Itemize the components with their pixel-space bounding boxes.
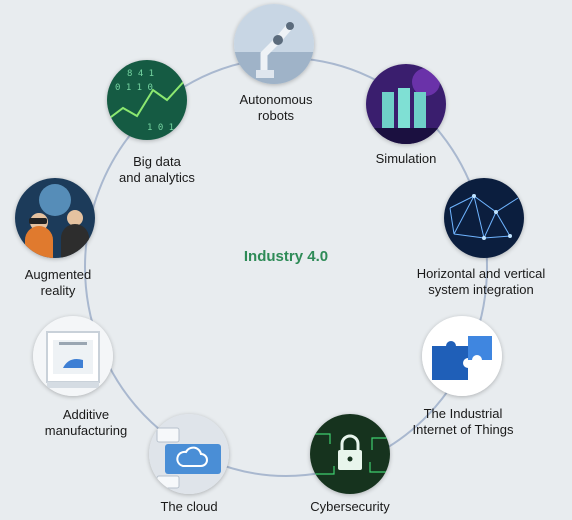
cloud-keyboard-icon	[149, 414, 229, 494]
node-label: Horizontal and vertical system integrati…	[416, 266, 546, 297]
vr-headset-icon	[15, 178, 95, 258]
node-label: Additive manufacturing	[44, 407, 128, 438]
padlock-circuit-icon	[310, 414, 390, 494]
server-racks-icon	[366, 64, 446, 144]
3d-printer-icon	[33, 316, 113, 396]
node-label: The Industrial Internet of Things	[412, 406, 514, 437]
node-label: Augmented reality	[24, 267, 92, 298]
node-label: Cybersecurity	[310, 499, 390, 514]
node-label: The cloud	[160, 499, 218, 514]
svg-text:8 4 1: 8 4 1	[127, 69, 154, 79]
robot-arm-icon	[234, 4, 314, 84]
diagram-title: Industry 4.0	[243, 248, 329, 265]
data-matrix-icon: 8 4 1 0 1 1 0 1 0 1	[107, 60, 187, 140]
svg-text:0 1 1 0: 0 1 1 0	[115, 83, 153, 93]
network-mesh-icon	[444, 178, 524, 258]
node-label: Big data and analytics	[119, 154, 195, 185]
svg-text:1 0 1: 1 0 1	[147, 123, 174, 133]
node-label: Autonomous robots	[239, 92, 313, 123]
node-label: Simulation	[375, 151, 437, 166]
puzzle-pieces-icon	[422, 316, 502, 396]
